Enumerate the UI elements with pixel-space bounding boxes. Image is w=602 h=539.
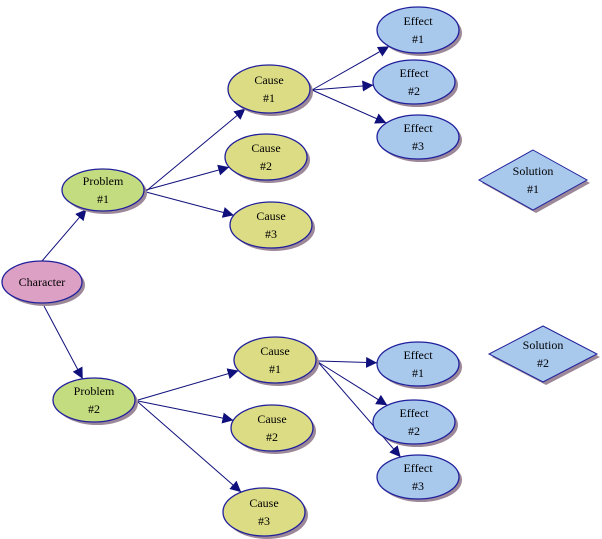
node-label: #3 [412,139,424,153]
node-label: #2 [266,430,278,444]
node-label: #2 [537,356,549,370]
ellipse-shape [372,59,456,105]
node-label: Cause [249,496,278,510]
node-p2cause3[interactable]: Cause #3 [222,487,308,539]
ellipse-shape [222,487,306,537]
ellipse-shape [229,201,313,249]
edge-p2cause1-to-p2effect1 [317,356,378,368]
node-p2effect2[interactable]: Effect #2 [372,399,458,447]
node-p1effect3[interactable]: Effect #3 [376,114,462,162]
edge-p1cause1-to-p1effect3 [311,89,387,124]
edge-problem2-to-p2cause1 [137,368,239,401]
node-label: #2 [408,424,420,438]
edge-problem1-to-p1cause1 [144,108,246,193]
ellipse-shape [376,6,460,54]
node-p1cause3[interactable]: Cause #3 [229,201,315,251]
node-label: #1 [412,32,424,46]
ellipse-shape [1,260,83,304]
node-label: Cause [251,141,280,155]
ellipse-shape [376,341,460,387]
edge-problem2-to-p2cause2 [137,400,234,424]
ellipse-shape [61,168,145,212]
node-label: Cause [257,412,286,426]
node-label: Effect [403,121,433,135]
node-p2cause2[interactable]: Cause #2 [230,404,316,454]
node-solution2[interactable]: Solution #2 [487,325,600,385]
edge-p1cause1-to-p1effect1 [311,45,390,91]
node-label: Effect [403,461,433,475]
node-label: Cause [256,209,285,223]
ellipse-shape [227,64,311,114]
node-label: Effect [399,66,429,80]
node-label: #1 [263,91,275,105]
node-p1effect2[interactable]: Effect #2 [372,59,458,107]
node-label: Solution [513,164,554,178]
diamond-shape [477,149,589,211]
ellipse-shape [376,454,460,500]
node-label: Effect [403,14,433,28]
node-label: Solution [523,338,564,352]
node-label: #1 [412,366,424,380]
node-p2cause1[interactable]: Cause #1 [233,336,319,386]
diamond-shape [487,325,599,383]
node-label: Problem [74,384,115,398]
node-label: #1 [527,182,539,196]
node-p2effect1[interactable]: Effect #1 [376,341,462,389]
node-label: Effect [399,406,429,420]
edge-p1cause1-to-p1effect2 [311,80,374,92]
ellipse-shape [376,114,460,160]
node-p1cause2[interactable]: Cause #2 [224,133,310,183]
node-solution1[interactable]: Solution #1 [477,149,590,213]
node-label: #3 [412,479,424,493]
node-label: Character [19,275,66,289]
ellipse-shape [52,377,136,423]
edge-character-to-problem2 [43,305,84,380]
ellipse-shape [224,133,308,181]
node-label: Problem [83,174,124,188]
node-p1effect1[interactable]: Effect #1 [376,6,462,56]
edges-layer [41,45,402,493]
node-label: #1 [97,192,109,206]
edge-p2cause1-to-p2effect2 [317,361,388,406]
node-label: Effect [403,348,433,362]
node-p1cause1[interactable]: Cause #1 [227,64,313,116]
node-label: #1 [269,362,281,376]
edge-problem1-to-p1cause2 [145,164,230,191]
node-problem1[interactable]: Problem #1 [61,168,147,214]
node-label: Cause [254,73,283,87]
node-label: #2 [408,84,420,98]
node-p2effect3[interactable]: Effect #3 [376,454,462,502]
edge-p2cause1-to-p2effect3 [317,361,402,458]
node-label: #2 [260,159,272,173]
ellipse-shape [372,399,456,445]
ellipse-shape [230,404,314,452]
edge-problem1-to-p1cause3 [145,191,235,218]
ellipse-shape [233,336,317,384]
nodes-layer: CharacterProblem#1Problem#2Cause#1Cause#… [1,6,600,539]
node-label: Cause [260,344,289,358]
node-label: #2 [88,402,100,416]
node-label: #3 [258,514,270,528]
edge-character-to-problem1 [41,208,87,262]
node-character[interactable]: Character [1,260,85,306]
node-problem2[interactable]: Problem #2 [52,377,138,425]
node-label: #3 [265,227,277,241]
edge-problem2-to-p2cause3 [137,401,242,493]
